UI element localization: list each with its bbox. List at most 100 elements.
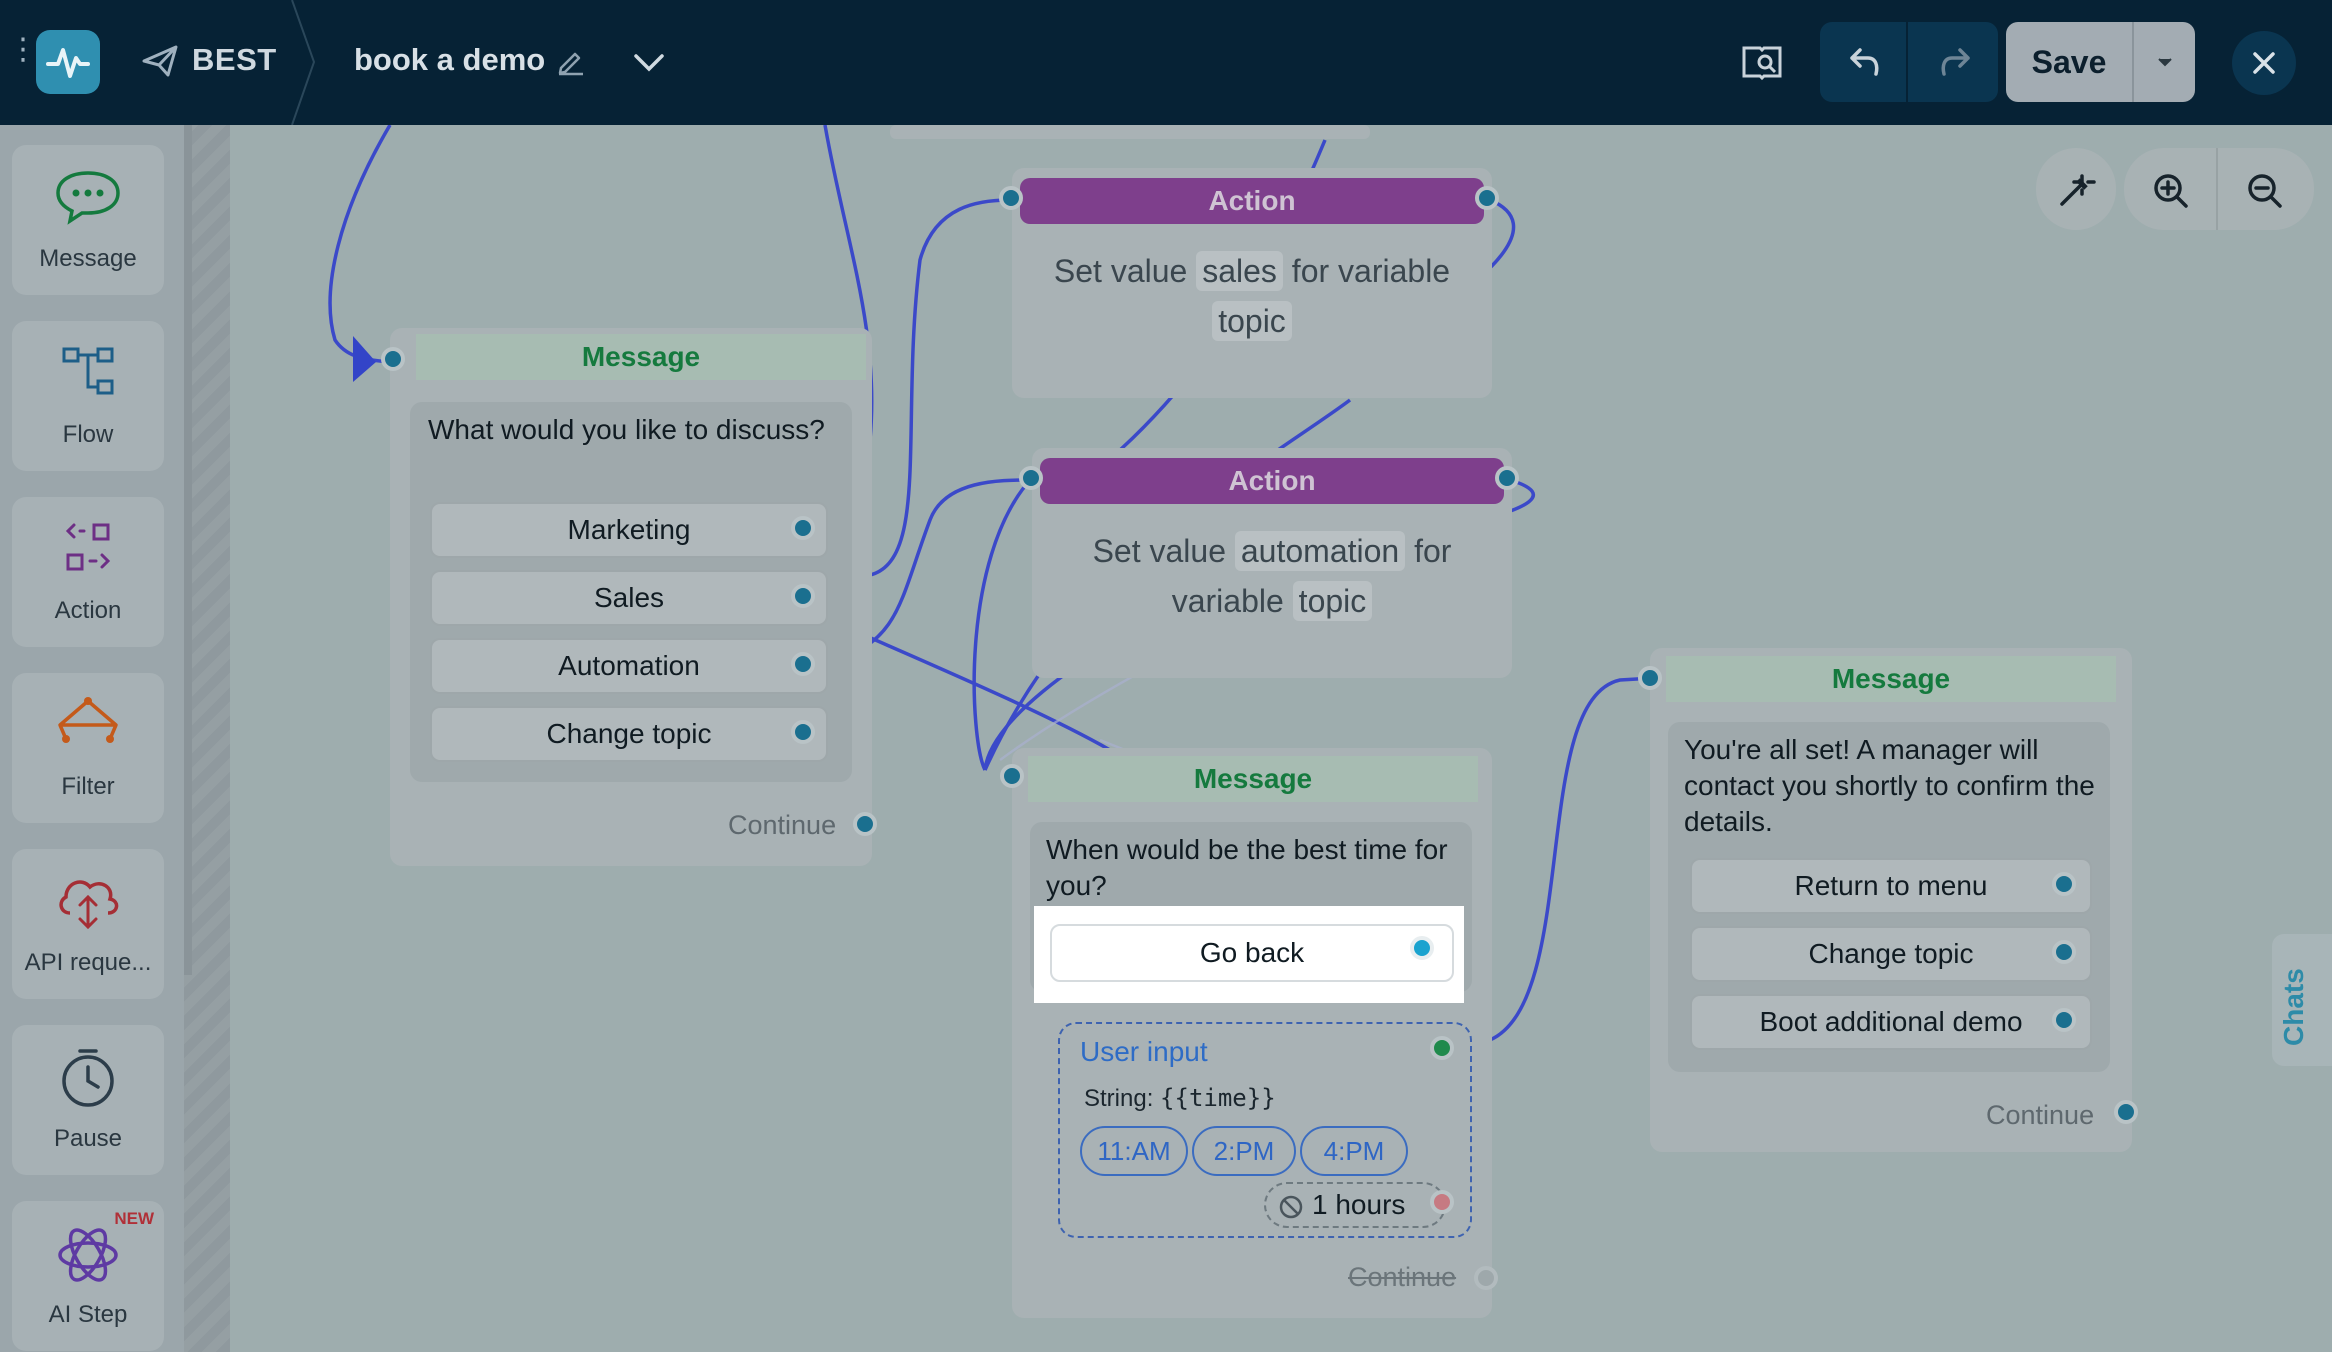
reply-button[interactable]: Boot additional demo <box>1690 994 2092 1050</box>
input-port[interactable] <box>1638 666 1662 690</box>
message-icon <box>56 171 120 225</box>
continue-label: Continue <box>1986 1100 2095 1130</box>
close-icon <box>2253 52 2275 74</box>
value-chip: sales <box>1196 251 1283 291</box>
palette-label: Filter <box>61 773 115 800</box>
palette-item-action[interactable]: Action <box>12 497 164 647</box>
zoom-out-button[interactable] <box>2220 148 2314 230</box>
quick-reply-pill[interactable]: 2:PM <box>1192 1126 1296 1176</box>
input-port[interactable] <box>999 186 1023 210</box>
zoom-in-button[interactable] <box>2124 148 2218 230</box>
continue-port[interactable] <box>853 812 877 836</box>
button-port[interactable] <box>791 720 815 744</box>
input-port[interactable] <box>1019 466 1043 490</box>
message-node-discuss[interactable]: Message What would you like to discuss? … <box>390 328 872 866</box>
palette-item-api-request[interactable]: API reque... <box>12 849 164 999</box>
chevron-down-icon[interactable] <box>632 50 666 74</box>
quick-reply-pill[interactable]: 4:PM <box>1300 1126 1408 1176</box>
caret-down-icon <box>2158 58 2172 67</box>
message-node-best-time[interactable]: Message When would be the best time for … <box>1012 748 1492 1318</box>
pencil-icon[interactable] <box>556 46 586 76</box>
button-port[interactable] <box>791 584 815 608</box>
timeout-port[interactable] <box>1430 1190 1454 1214</box>
reply-button[interactable]: Change topic <box>430 706 828 762</box>
continue-port[interactable] <box>2114 1100 2138 1124</box>
palette-item-flow[interactable]: Flow <box>12 321 164 471</box>
chats-tab[interactable]: Chats <box>2272 934 2332 1066</box>
no-entry-icon <box>1279 1195 1303 1219</box>
button-port[interactable] <box>1410 936 1434 960</box>
timeout-badge[interactable]: 1 hours <box>1264 1182 1446 1228</box>
output-port[interactable] <box>1495 466 1519 490</box>
user-input-title: User input <box>1080 1036 1208 1067</box>
close-button[interactable] <box>2232 31 2296 95</box>
chats-tab-label: Chats <box>2278 968 2309 1046</box>
palette-item-message[interactable]: Message <box>12 145 164 295</box>
input-type-label: String: <box>1084 1085 1154 1112</box>
undo-button[interactable] <box>1820 22 1908 102</box>
undo-icon <box>1850 48 1879 76</box>
input-port[interactable] <box>1000 764 1024 788</box>
action-node-sales[interactable]: Action Set value sales for variable topi… <box>1012 168 1492 398</box>
continue-port[interactable] <box>1474 1266 1498 1290</box>
reply-button[interactable]: Sales <box>430 570 828 626</box>
message-node-all-set[interactable]: Message You're all set! A manager will c… <box>1650 648 2132 1152</box>
zoom-in-icon <box>2154 174 2188 208</box>
palette-scrollbar[interactable] <box>184 125 192 975</box>
button-port[interactable] <box>791 516 815 540</box>
reply-button[interactable]: Automation <box>430 638 828 694</box>
palette-label: Action <box>54 597 122 624</box>
palette-label: Message <box>39 245 137 272</box>
message-text: You're all set! A manager will contact y… <box>1684 734 2095 837</box>
flow-name[interactable]: book a demo <box>354 42 546 77</box>
auto-arrange-button[interactable] <box>2036 148 2116 230</box>
node-title: Action <box>1040 458 1504 504</box>
timeout-label: 1 hours <box>1312 1189 1406 1220</box>
pulse-icon <box>46 48 90 78</box>
user-input-block[interactable] <box>1058 1022 1472 1238</box>
save-options-button[interactable] <box>2136 22 2195 102</box>
action-text: Set value <box>1092 533 1226 569</box>
bot-name[interactable]: BEST <box>192 42 277 77</box>
go-back-button[interactable]: Go back <box>1050 924 1454 982</box>
more-dots-icon[interactable]: ⋮ <box>8 33 38 66</box>
value-chip: automation <box>1234 531 1406 571</box>
quick-reply-pill[interactable]: 11:AM <box>1080 1126 1188 1176</box>
magic-wand-icon <box>2060 174 2096 206</box>
button-port[interactable] <box>2052 940 2076 964</box>
node-title: Message <box>1666 656 2116 702</box>
message-text: When would be the best time for you? <box>1046 834 1448 901</box>
undo-redo-group <box>1820 22 1998 102</box>
continue-label: Continue <box>1348 1262 1457 1292</box>
book-search-icon[interactable] <box>1740 40 1784 84</box>
output-port[interactable] <box>1475 186 1499 210</box>
save-button[interactable]: Save <box>2006 22 2134 102</box>
button-port[interactable] <box>791 652 815 676</box>
paper-plane-icon <box>142 45 178 77</box>
palette-label: API reque... <box>24 949 152 976</box>
palette-label: Flow <box>62 421 114 448</box>
action-text: for <box>1414 533 1452 569</box>
palette-label: Pause <box>53 1125 123 1152</box>
input-type: String: {{time}} <box>1084 1084 1276 1113</box>
input-port[interactable] <box>381 347 405 371</box>
zoom-out-icon <box>2248 174 2282 208</box>
action-description: Set value sales for variable topic <box>1022 246 1482 346</box>
save-group: Save <box>2006 22 2195 102</box>
user-input-port[interactable] <box>1430 1036 1454 1060</box>
action-node-automation[interactable]: Action Set value automation for variable… <box>1032 448 1512 678</box>
palette-item-pause[interactable]: Pause <box>12 1025 164 1175</box>
node-title: Message <box>1028 756 1478 802</box>
redo-button[interactable] <box>1910 22 1998 102</box>
reply-button[interactable]: Change topic <box>1690 926 2092 982</box>
button-port[interactable] <box>2052 872 2076 896</box>
app-logo[interactable] <box>36 30 100 94</box>
top-bar: ⋮ BEST book a demo Save <box>0 0 2332 125</box>
variable-chip: topic <box>1212 301 1292 341</box>
reply-button[interactable]: Marketing <box>430 502 828 558</box>
palette-item-filter[interactable]: Filter <box>12 673 164 823</box>
reply-button[interactable]: Return to menu <box>1690 858 2092 914</box>
button-port[interactable] <box>2052 1008 2076 1032</box>
clock-icon <box>62 1049 114 1107</box>
palette-item-ai-step[interactable]: NEW AI Step <box>12 1201 164 1351</box>
